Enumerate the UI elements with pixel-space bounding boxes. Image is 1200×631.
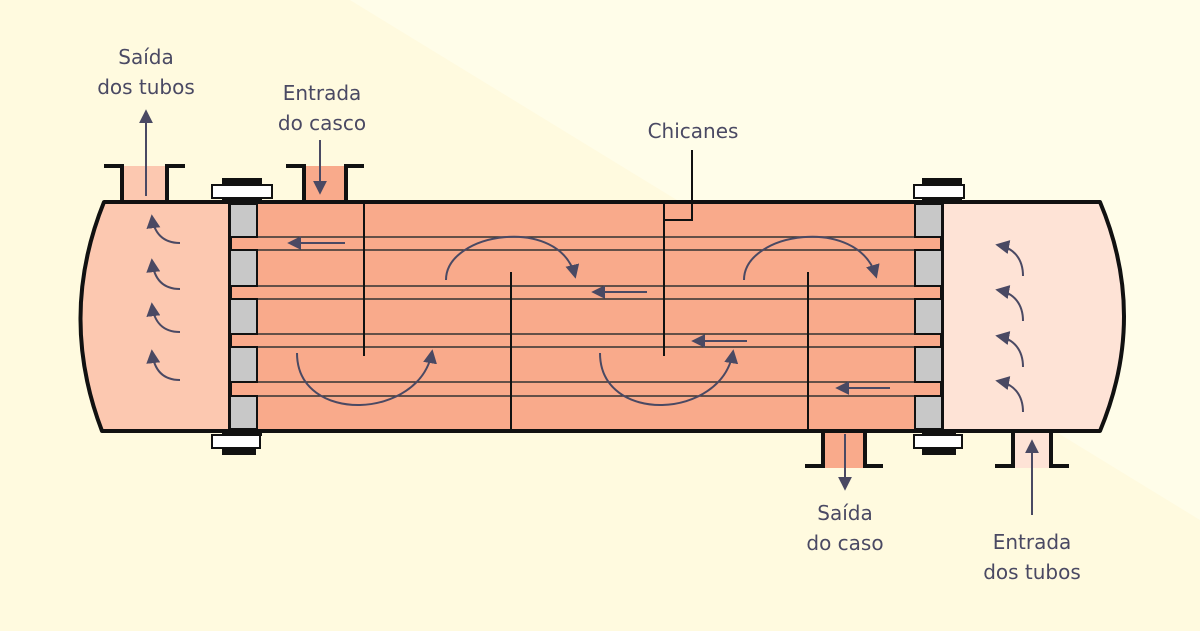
right-head [940, 200, 1126, 433]
label-line: dos tubos [983, 560, 1081, 584]
label-shell-inlet: Entrada do casco [262, 78, 382, 138]
curved-arrow-icon [146, 258, 181, 290]
baffles-leader-line [664, 150, 693, 221]
curved-arrow-icon [743, 235, 880, 281]
flange-clamp-bottom-right [913, 430, 963, 455]
curved-arrow-icon [995, 240, 1024, 277]
tube-inlet-nozzle [1049, 431, 1069, 468]
tube-bundle [230, 236, 942, 397]
label-tube-inlet: Entrada dos tubos [972, 527, 1092, 587]
left-head-flow-arrows [146, 214, 181, 381]
tube-inlet-nozzle [995, 431, 1015, 468]
baffles [363, 204, 809, 429]
shell-outlet-nozzle [863, 431, 883, 468]
flange-clamp-top-left [211, 178, 273, 203]
curved-arrow-icon [296, 349, 437, 406]
curved-arrow-icon [146, 214, 181, 244]
label-baffles: Chicanes [633, 116, 753, 146]
label-line: Entrada [992, 530, 1072, 554]
curved-arrow-icon [599, 349, 739, 406]
shell-circulation-arrows [296, 235, 880, 406]
label-line: Entrada [282, 81, 362, 105]
curved-arrow-icon [146, 349, 181, 381]
curved-arrow-icon [995, 376, 1024, 413]
tube-outlet-nozzle [104, 164, 124, 202]
right-tube-sheet [914, 203, 943, 430]
label-tube-outlet: Saída dos tubos [86, 42, 206, 102]
left-tube-sheet [229, 203, 258, 430]
curved-arrow-icon [995, 285, 1024, 322]
label-line: Chicanes [647, 119, 739, 143]
shell-inlet-nozzle [344, 164, 364, 202]
label-line: Saída [118, 45, 174, 69]
curved-arrow-icon [445, 235, 580, 281]
curved-arrow-icon [146, 302, 181, 333]
right-head-flow-arrows [995, 240, 1024, 413]
tube-outlet-nozzle-fill [122, 166, 167, 206]
shell-outlet-nozzle [805, 431, 825, 468]
flange-clamp-top-right [913, 178, 965, 203]
label-line: dos tubos [97, 75, 195, 99]
label-shell-outlet: Saída do caso [785, 498, 905, 558]
label-line: do caso [806, 531, 884, 555]
shell-inlet-nozzle [286, 164, 306, 202]
label-line: Saída [817, 501, 873, 525]
label-line: do casco [277, 111, 367, 135]
flange-clamp-bottom-left [211, 430, 262, 455]
flow-arrows [139, 109, 1039, 515]
curved-arrow-icon [995, 331, 1024, 368]
tube-outlet-nozzle [165, 164, 185, 202]
